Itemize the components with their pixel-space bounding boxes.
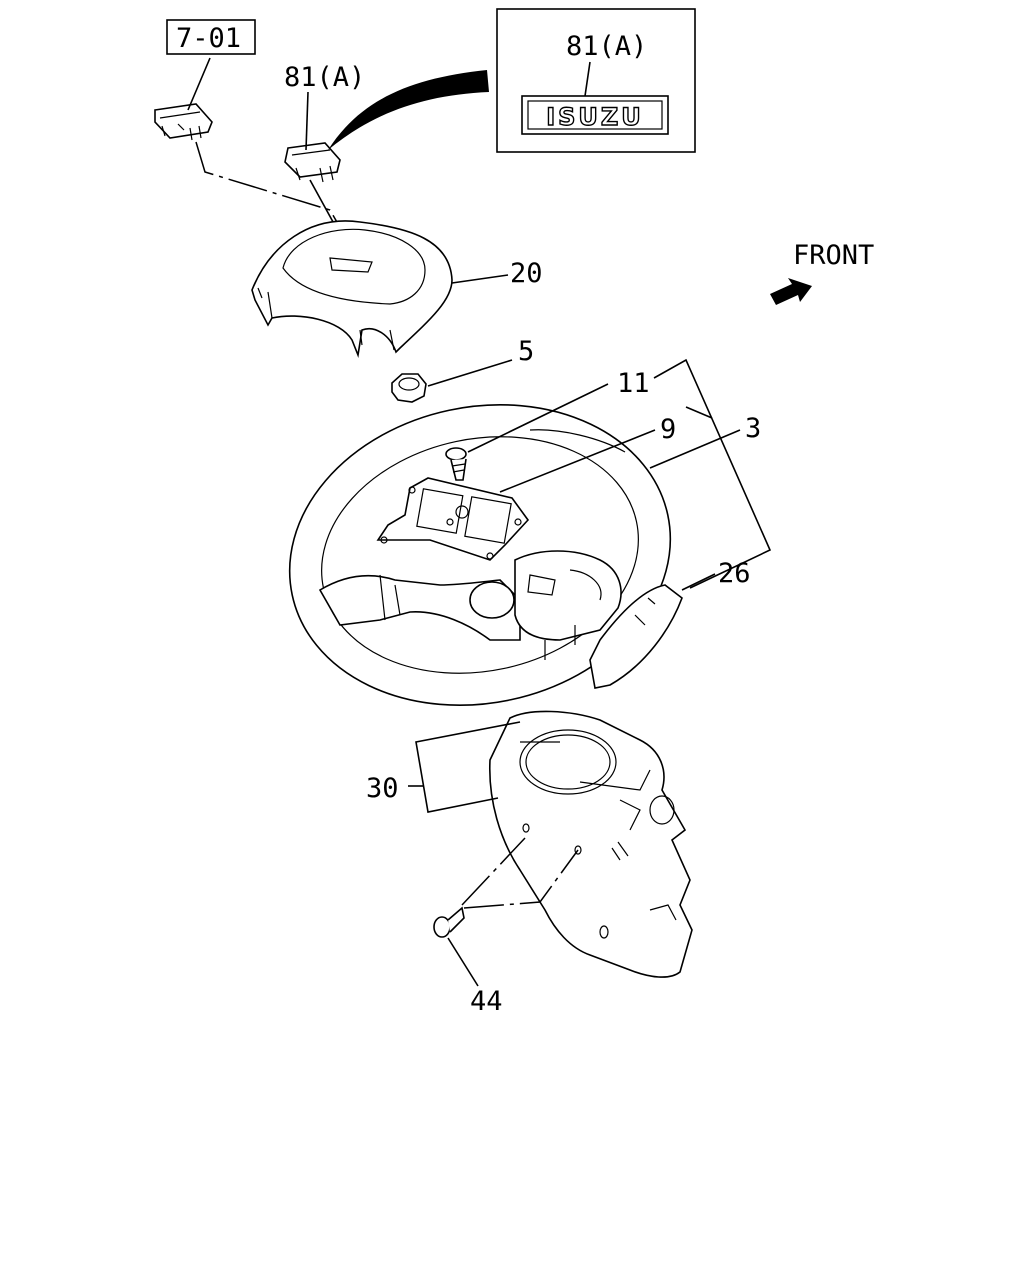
screw-part: [433, 906, 465, 938]
label-26: 26: [718, 558, 751, 589]
leader-44: [447, 937, 479, 987]
isuzu-emblem-outer: [521, 95, 669, 135]
inset-leader: [584, 61, 591, 97]
group-bracket: [653, 358, 772, 589]
bolt-part: [445, 447, 467, 481]
isuzu-emblem-text: ISUZU: [546, 103, 644, 131]
leader-7-01: [187, 57, 211, 111]
label-11: 11: [617, 368, 650, 399]
front-label: FRONT: [793, 240, 874, 271]
horn-pad-cover: [251, 220, 453, 358]
emblem-inset-box: [496, 8, 696, 153]
label-44: 44: [470, 986, 503, 1017]
isuzu-emblem-inner: [527, 100, 663, 130]
leader-26: [681, 573, 716, 591]
label-30: 30: [366, 773, 399, 804]
group-bracket-30: [415, 721, 521, 813]
ref-7-01-box: [166, 19, 256, 55]
leader-3: [649, 429, 741, 469]
label-81a: 81(A): [284, 62, 365, 93]
label-20: 20: [510, 258, 543, 289]
bracket-plate: [376, 477, 530, 561]
label-5: 5: [518, 336, 534, 367]
group-tick-9: [685, 406, 713, 419]
leader-9: [499, 429, 656, 493]
screw-line-1: [461, 837, 526, 906]
label-9: 9: [660, 414, 676, 445]
screw-line-2: [463, 849, 579, 909]
emblem-part-81a: [284, 142, 341, 183]
leader-20: [451, 274, 509, 284]
leader-5: [427, 359, 513, 387]
clip-part: [154, 103, 213, 141]
inset-label-81a: 81(A): [566, 31, 647, 62]
leader-81a: [305, 91, 309, 151]
callout-swoosh: [328, 70, 489, 150]
ref-7-01-label: 7-01: [176, 23, 241, 54]
nut-part: [391, 373, 427, 403]
front-arrow-icon: [770, 278, 812, 305]
label-3: 3: [745, 413, 761, 444]
leader-11: [467, 383, 609, 453]
